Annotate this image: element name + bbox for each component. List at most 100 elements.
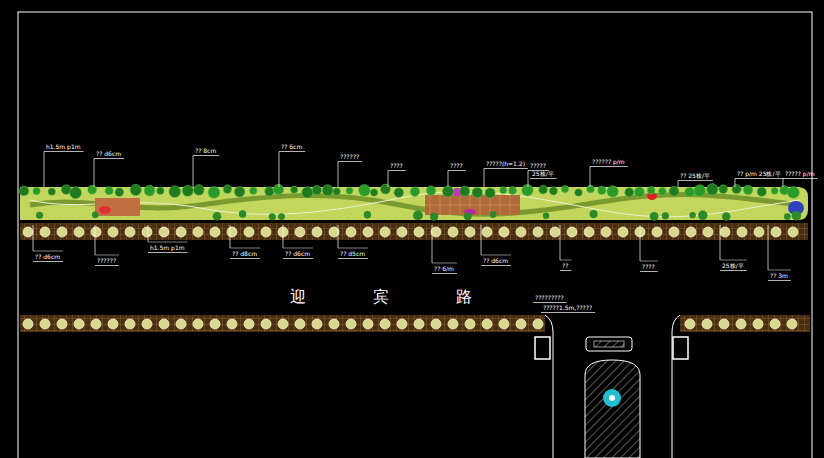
tree: [771, 187, 778, 194]
gate: [594, 341, 624, 347]
street-tree: [295, 319, 305, 329]
plant-callout: ?? d6cm: [285, 250, 310, 257]
underline: [768, 270, 791, 271]
street-tree: [686, 227, 696, 237]
street-tree: [363, 319, 373, 329]
underline: [560, 260, 571, 261]
plant-callout: ?? 6/m: [434, 265, 454, 272]
tree: [549, 187, 557, 195]
tree: [194, 185, 205, 196]
underline: [541, 312, 595, 313]
street-tree: [40, 227, 50, 237]
tree: [105, 187, 113, 195]
tree: [575, 189, 583, 197]
street-tree: [702, 319, 712, 329]
underline: [720, 260, 747, 261]
tree: [685, 187, 695, 197]
underline: [533, 302, 567, 303]
gate: [586, 337, 632, 351]
underline: [432, 263, 457, 264]
tree: [787, 186, 799, 198]
leader-line: [560, 225, 561, 260]
underline: [560, 270, 571, 271]
tree: [607, 186, 618, 197]
street-tree: [329, 227, 339, 237]
street-tree: [533, 227, 543, 237]
street-tree: [550, 227, 560, 237]
tree: [472, 187, 483, 198]
leader-line: [448, 171, 449, 188]
shrub: [364, 211, 371, 218]
leader-line: [481, 225, 482, 255]
street-tree: [516, 227, 526, 237]
street-tree: [193, 319, 203, 329]
tree: [500, 187, 507, 194]
underline: [735, 178, 784, 179]
tree: [88, 185, 97, 194]
street-tree: [363, 227, 373, 237]
street-tree: [601, 227, 611, 237]
plant-callout: ??: [562, 262, 568, 269]
tree: [33, 187, 40, 194]
tree: [522, 184, 534, 196]
street-tree: [482, 227, 492, 237]
underline: [530, 178, 557, 179]
tree: [732, 185, 741, 194]
shrub: [413, 210, 423, 220]
tree: [647, 186, 655, 194]
shrub: [784, 213, 791, 220]
underline: [640, 261, 658, 262]
underline: [783, 178, 818, 179]
street-tree: [312, 227, 322, 237]
street-tree: [210, 319, 220, 329]
tree: [169, 186, 181, 198]
street-tree: [261, 319, 271, 329]
street-tree: [482, 319, 492, 329]
tree: [370, 189, 377, 196]
street-tree: [516, 319, 526, 329]
tree: [669, 186, 679, 196]
leader-line: [590, 167, 591, 188]
tree: [223, 185, 232, 194]
plant-callout: ?? d6cm: [483, 257, 508, 264]
paving-strip: [680, 315, 810, 332]
plant-callout: ?? d6cm: [35, 253, 60, 260]
street-tree: [380, 227, 390, 237]
plant-callout: ?? d8cm: [232, 250, 257, 257]
plant-callout: ????: [642, 263, 655, 270]
post: [535, 337, 550, 359]
leader-line: [338, 225, 339, 248]
tree: [426, 186, 435, 195]
plant-callout: ?? 6cm: [281, 143, 302, 150]
tree: [380, 184, 390, 194]
underline: [640, 271, 658, 272]
underline: [481, 255, 511, 256]
plant-callout: ?? 3m: [770, 272, 788, 279]
street-tree: [754, 227, 764, 237]
street-tree: [261, 227, 271, 237]
plant-callout: h1.5m p1m: [46, 143, 81, 150]
shrub: [662, 212, 669, 219]
leader-line: [193, 156, 194, 188]
street-tree: [23, 227, 33, 237]
tree: [322, 185, 333, 196]
street-tree: [74, 319, 84, 329]
leader-line: [338, 162, 339, 188]
fountain: [609, 395, 615, 401]
plant-callout: ?????1.5m,?????: [543, 304, 592, 311]
underline: [283, 248, 313, 249]
street-tree: [57, 227, 67, 237]
street-tree: [499, 319, 509, 329]
underline: [148, 252, 188, 253]
tree: [312, 185, 321, 194]
leader-line: [720, 225, 721, 260]
underline: [230, 248, 260, 249]
street-tree: [142, 227, 152, 237]
underline: [481, 265, 511, 266]
tree: [302, 187, 313, 198]
plant-callout: 25株/平: [722, 262, 744, 269]
leader-line: [484, 169, 485, 188]
tree: [460, 186, 470, 196]
curb: [545, 315, 680, 458]
